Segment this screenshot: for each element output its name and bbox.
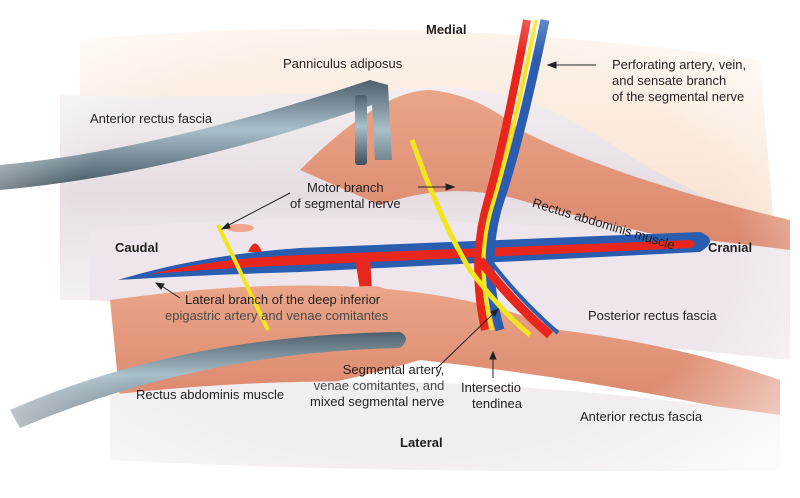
label-lateral-line1: Lateral branch of the deep inferior xyxy=(185,292,381,307)
leader-lines xyxy=(154,61,596,378)
label-intersectio: Intersectio tendinea xyxy=(461,380,522,412)
label-motor-line1: Motor branch xyxy=(306,180,384,195)
label-anterior-rectus-fascia-bottom: Anterior rectus fascia xyxy=(580,409,703,424)
label-motor-line2: of segmental nerve xyxy=(290,196,401,211)
label-segmental: Segmental artery, venae comitantes, and … xyxy=(310,362,444,410)
label-lateral-branch: Lateral branch of the deep inferior epig… xyxy=(165,292,388,324)
label-lateral-line2: epigastric artery and venae comitantes xyxy=(165,308,389,323)
label-perforating-line2: and sensate branch xyxy=(612,73,727,88)
label-perforating-line3: of the segmental nerve xyxy=(612,89,745,104)
orientation-caudal: Caudal xyxy=(115,240,159,255)
orientation-lateral: Lateral xyxy=(400,435,443,450)
label-rectus-abdominis-lower: Rectus abdominis muscle xyxy=(136,387,285,402)
label-intersectio-line1: Intersectio xyxy=(461,380,521,395)
label-intersectio-line2: tendinea xyxy=(472,396,522,411)
label-perforating-line1: Perforating artery, vein, xyxy=(612,57,747,72)
label-anterior-rectus-fascia-top: Anterior rectus fascia xyxy=(90,111,213,126)
label-panniculus-adiposus: Panniculus adiposus xyxy=(283,56,403,71)
label-segmental-line1: Segmental artery, xyxy=(342,362,445,377)
orientation-medial: Medial xyxy=(426,22,467,37)
orientation-cranial: Cranial xyxy=(708,240,753,255)
label-segmental-line2: venae comitantes, and xyxy=(313,378,445,393)
label-perforating: Perforating artery, vein, and sensate br… xyxy=(612,57,746,105)
label-segmental-line3: mixed segmental nerve xyxy=(310,394,445,409)
label-posterior-rectus-fascia: Posterior rectus fascia xyxy=(588,308,717,323)
label-motor-branch: Motor branch of segmental nerve xyxy=(290,180,401,212)
